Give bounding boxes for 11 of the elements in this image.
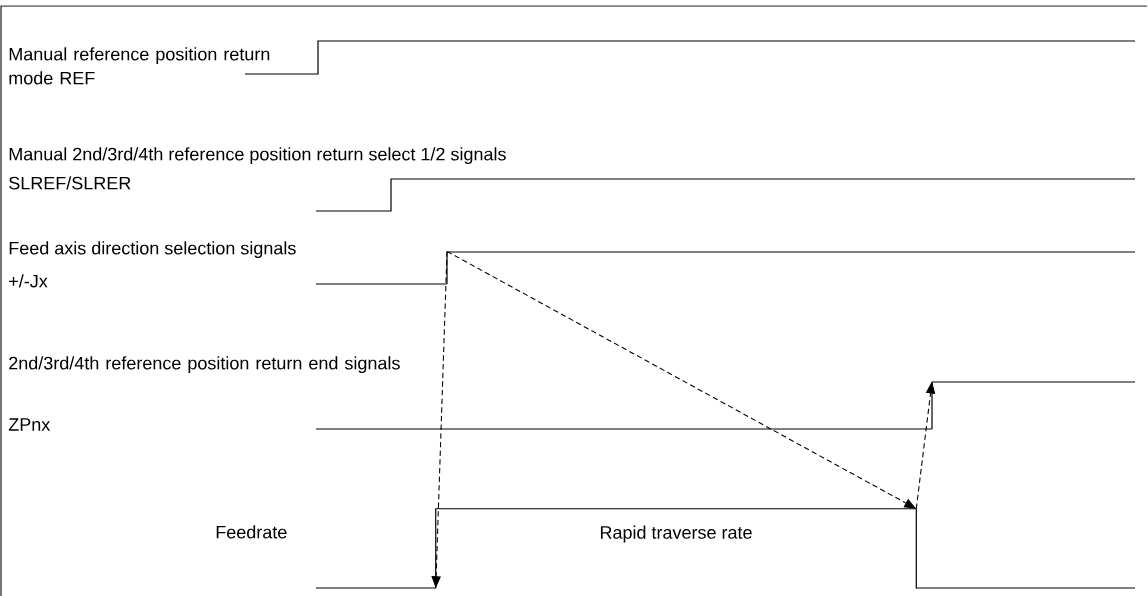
- signal-label: SLREF/SLRER: [9, 176, 131, 190]
- signal-label: Manual 2nd/3rd/4th reference position return select 1/2 signals: [9, 147, 506, 165]
- signal-label: Feed axis direction selection signals: [9, 241, 296, 259]
- signal-label: Manual reference position return mode REF: [9, 47, 270, 85]
- signal-pulse: [435, 508, 917, 589]
- signal-label: Rapid traverse rate: [600, 525, 752, 543]
- signal-label: 2nd/3rd/4th reference position return end signals: [9, 356, 400, 374]
- signal-edge: [931, 381, 933, 430]
- signal-label: Feedrate: [216, 525, 287, 539]
- signal-label: ZPnx: [8, 418, 51, 431]
- signal-label: +/-Jx: [9, 274, 48, 288]
